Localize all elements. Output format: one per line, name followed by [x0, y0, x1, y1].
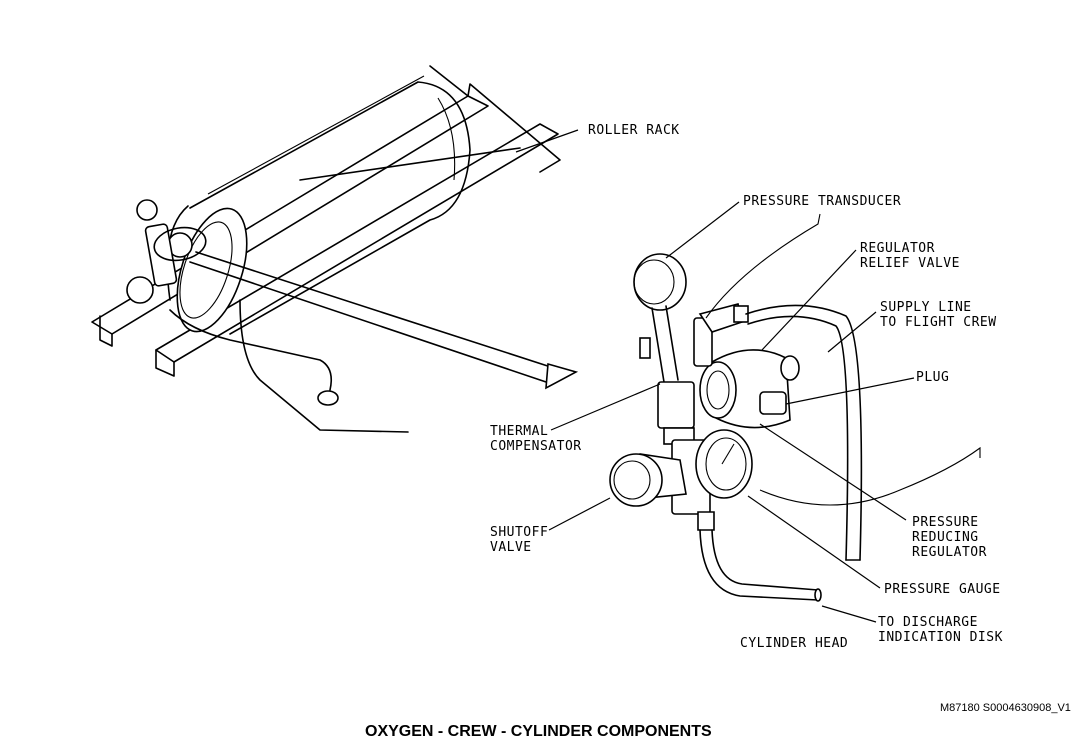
label-cylinder-head: CYLINDER HEAD — [740, 636, 849, 651]
label-pressure-transducer: PRESSURE TRANSDUCER — [743, 194, 902, 209]
label-regulator-relief-valve-line2: RELIEF VALVE — [860, 256, 960, 271]
label-plug: PLUG — [916, 370, 950, 385]
leader-lines — [515, 129, 915, 623]
label-pressure-reducing-regulator-line3: REGULATOR — [912, 545, 987, 560]
label-thermal-compensator-line2: COMPENSATOR — [490, 439, 582, 454]
figure-caption: OXYGEN - CREW - CYLINDER COMPONENTS — [365, 723, 712, 740]
detail-callout-arrow — [189, 251, 579, 390]
label-regulator-relief-valve-line1: REGULATOR — [860, 241, 935, 256]
label-supply-line-line1: SUPPLY LINE — [880, 300, 972, 315]
label-discharge-disk-line2: INDICATION DISK — [878, 630, 1003, 645]
figure-reference-id: M87180 S0004630908_V1 — [940, 702, 1071, 714]
label-pressure-reducing-regulator-line2: REDUCING — [912, 530, 979, 545]
label-roller-rack: ROLLER RACK — [588, 123, 680, 138]
label-thermal-compensator-line1: THERMAL — [490, 424, 549, 439]
label-shutoff-valve-line1: SHUTOFF — [490, 525, 549, 540]
label-pressure-reducing-regulator-line1: PRESSURE — [912, 515, 979, 530]
label-supply-line-line2: TO FLIGHT CREW — [880, 315, 997, 330]
oxygen-cylinder-drawing — [126, 75, 471, 433]
cylinder-head-drawing — [609, 213, 981, 602]
roller-rack-drawing — [91, 65, 561, 377]
label-pressure-gauge: PRESSURE GAUGE — [884, 582, 1001, 597]
label-discharge-disk-line1: TO DISCHARGE — [878, 615, 978, 630]
label-shutoff-valve-line2: VALVE — [490, 540, 532, 555]
